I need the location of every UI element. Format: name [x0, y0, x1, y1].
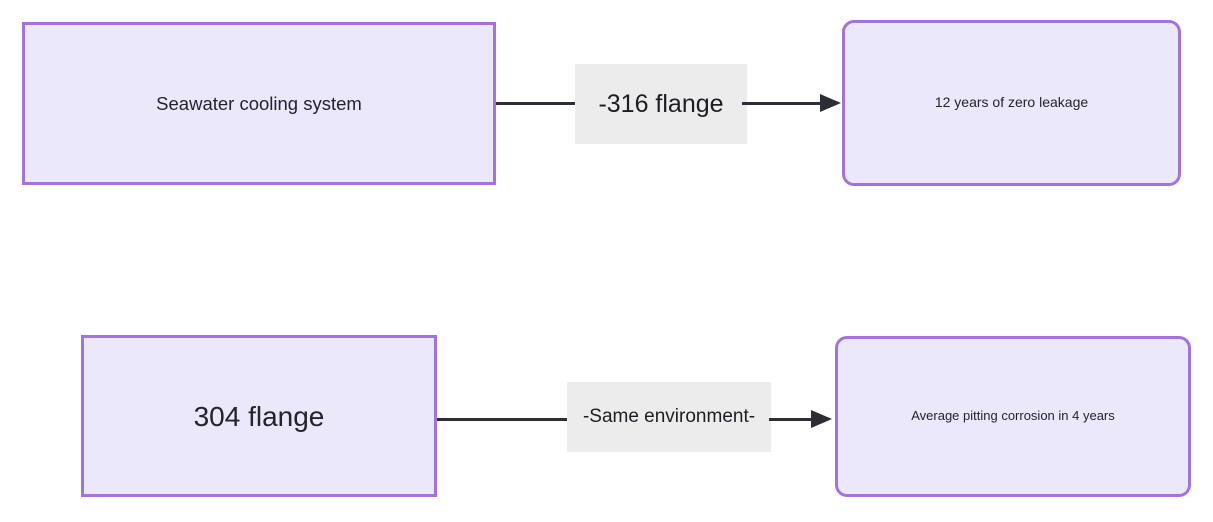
- arrow-head-right-icon: [811, 409, 832, 428]
- node-304-flange[interactable]: 304 flange: [81, 335, 437, 497]
- edge-label-text: -316 flange: [598, 89, 724, 118]
- edge-label-same-environment: -Same environment-: [567, 382, 771, 452]
- edge-line-bottom-right-segment: [769, 418, 825, 421]
- arrow-head-right-icon: [820, 93, 841, 112]
- edge-line-bottom-left-segment: [437, 418, 568, 421]
- node-label: 12 years of zero leakage: [934, 94, 1089, 111]
- edge-label-text: -Same environment-: [582, 406, 756, 427]
- node-label: 304 flange: [193, 400, 325, 432]
- edge-line-top-right-segment: [742, 102, 834, 105]
- node-average-pitting-corrosion-in-4-years[interactable]: Average pitting corrosion in 4 years: [835, 336, 1191, 497]
- node-seawater-cooling-system[interactable]: Seawater cooling system: [22, 22, 496, 185]
- edge-label-316-flange: -316 flange: [575, 64, 747, 144]
- edge-line-top-left-segment: [496, 102, 582, 105]
- node-label: Average pitting corrosion in 4 years: [911, 408, 1115, 424]
- node-label: Seawater cooling system: [156, 92, 362, 114]
- node-12-years-of-zero-leakage[interactable]: 12 years of zero leakage: [842, 20, 1181, 186]
